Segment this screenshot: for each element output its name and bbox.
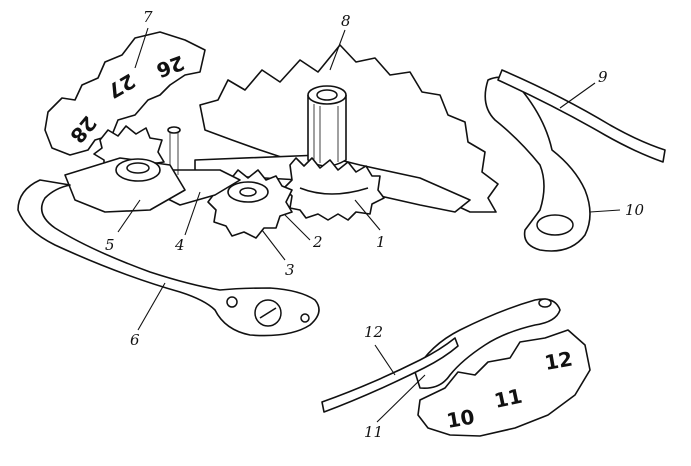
callout-7: 7 <box>143 8 153 26</box>
callout-2: 2 <box>312 233 323 251</box>
callout-6: 6 <box>130 331 140 349</box>
dial-number-12: 12 <box>543 346 575 374</box>
lever-4 <box>159 126 241 206</box>
lever-10 <box>484 76 591 252</box>
callout-4: 4 <box>174 236 185 254</box>
spring-arm-6 <box>17 179 320 337</box>
callouts: 1 2 3 4 5 6 7 8 9 10 11 12 <box>105 8 645 441</box>
thin-strip-12 <box>321 337 459 413</box>
dial-number-11: 11 <box>492 384 524 413</box>
callout-9: 9 <box>598 68 608 86</box>
callout-5: 5 <box>105 236 115 254</box>
callout-1: 1 <box>376 233 386 251</box>
callout-3: 3 <box>285 261 295 279</box>
callout-10: 10 <box>625 201 645 219</box>
leader-lines <box>117 27 621 423</box>
dial-number-10: 10 <box>445 404 477 432</box>
lower-dial-segment: 10 11 12 <box>417 329 591 437</box>
callout-8: 8 <box>341 12 351 30</box>
upper-dial-segment: 26 27 28 <box>44 31 206 156</box>
spring-strip-9 <box>497 69 666 163</box>
callout-11: 11 <box>364 423 383 441</box>
callout-12-strip: 12 <box>364 323 383 341</box>
tall-hollow-post <box>307 85 347 167</box>
collar-5 <box>64 157 186 213</box>
lower-segment-11 <box>414 298 561 390</box>
